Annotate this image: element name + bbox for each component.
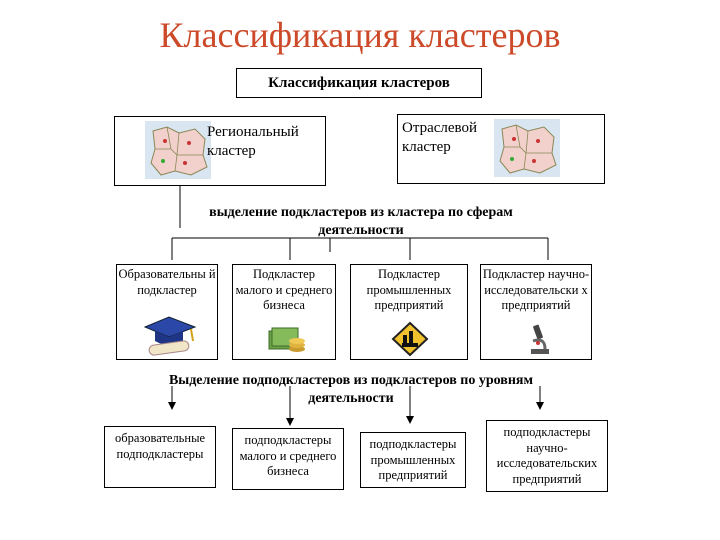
microscope-icon bbox=[531, 324, 549, 354]
subsubcluster-label: образовательные подподкластеры bbox=[114, 431, 206, 461]
subsubcluster-label: подподкластеры научно-исследовательских … bbox=[496, 425, 598, 486]
root-node: Классификация кластеров bbox=[236, 68, 482, 98]
subcluster-label: Подкластер малого и среднего бизнеса bbox=[235, 267, 333, 313]
industry-cluster-node: Отраслевой кластер bbox=[397, 114, 605, 184]
subcluster-label: Подкластер научно-исследовательски х пре… bbox=[482, 267, 590, 313]
region-map-icon bbox=[145, 121, 211, 179]
money-icon bbox=[268, 327, 305, 352]
regional-cluster-node: Региональный кластер bbox=[114, 116, 326, 186]
subsubcluster-small-business: подподкластеры малого и среднего бизнеса bbox=[232, 428, 344, 490]
slide-title: Классификация кластеров bbox=[159, 15, 561, 55]
industry-warning-icon bbox=[391, 321, 429, 357]
subcluster-education: Образовательны й подкластер bbox=[116, 264, 218, 360]
subcluster-industry: Подкластер промышленных предприятий bbox=[350, 264, 468, 360]
root-label: Классификация кластеров bbox=[268, 75, 450, 91]
industry-cluster-label: Отраслевой кластер bbox=[402, 120, 478, 155]
split-label-subclusters: выделение подкластеров из кластера по сф… bbox=[209, 205, 513, 238]
regional-cluster-label: Региональный кластер bbox=[207, 124, 299, 159]
subsubcluster-research: подподкластеры научно-исследовательских … bbox=[486, 420, 608, 492]
subsubcluster-label: подподкластеры промышленных предприятий bbox=[369, 437, 457, 483]
subcluster-label: Подкластер промышленных предприятий bbox=[366, 267, 452, 313]
subcluster-label: Образовательны й подкластер bbox=[118, 267, 216, 297]
subsubcluster-industry: подподкластеры промышленных предприятий bbox=[360, 432, 466, 488]
subsubcluster-education: образовательные подподкластеры bbox=[104, 426, 216, 488]
industry-map-icon bbox=[494, 119, 560, 177]
subsubcluster-label: подподкластеры малого и среднего бизнеса bbox=[239, 433, 337, 479]
subcluster-research: Подкластер научно-исследовательски х пре… bbox=[480, 264, 592, 360]
graduation-cap-icon bbox=[143, 316, 197, 356]
subcluster-small-business: Подкластер малого и среднего бизнеса bbox=[232, 264, 336, 360]
split-label-subsubclusters: Выделение подподкластеров из подкластеро… bbox=[168, 373, 534, 406]
